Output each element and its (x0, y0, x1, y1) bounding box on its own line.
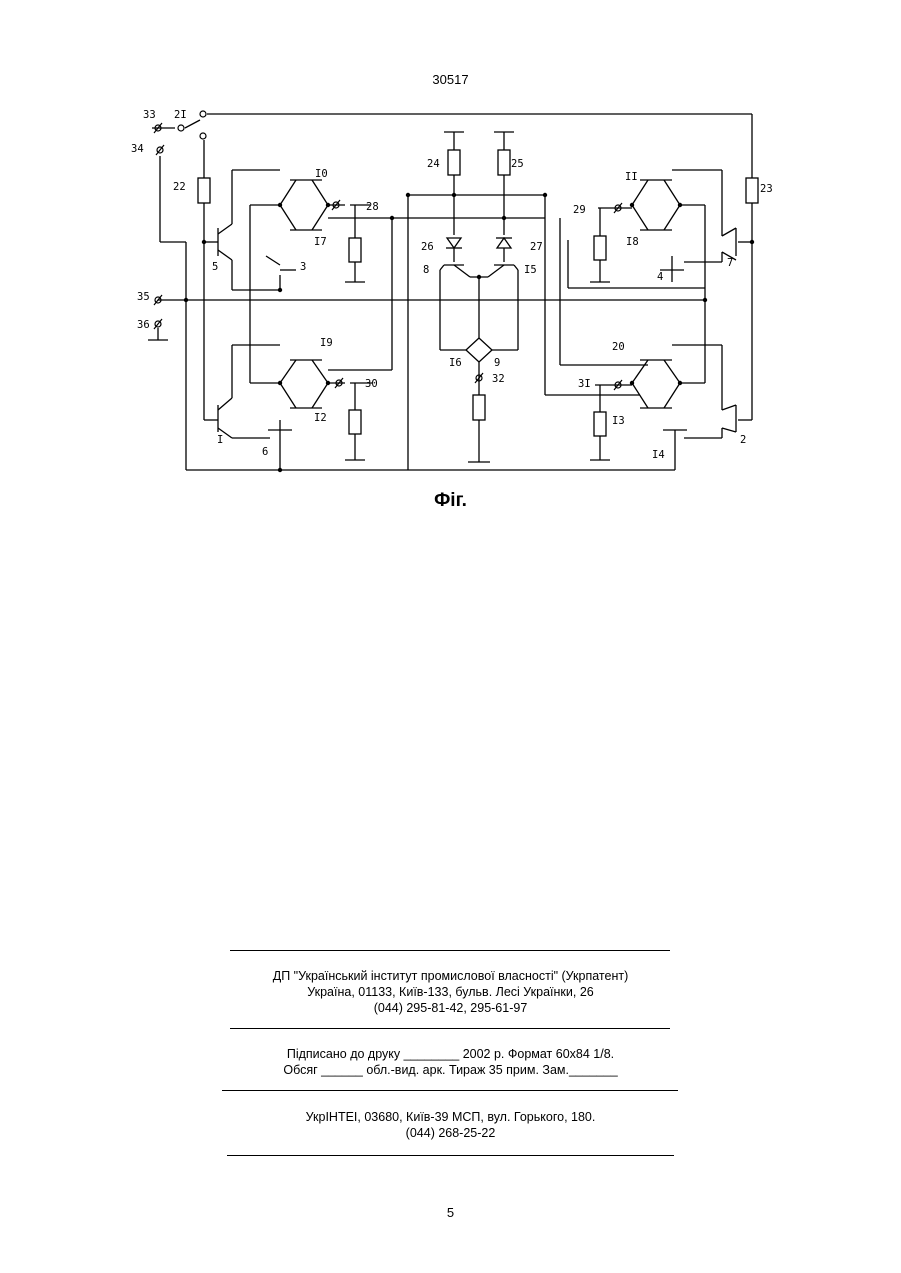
imprint-volume-run: Обсяг ______ обл.-вид. арк. Тираж 35 при… (0, 1062, 901, 1078)
label-24: 24 (427, 158, 440, 170)
label-12: I2 (314, 412, 327, 424)
label-36: 36 (137, 319, 150, 331)
label-32: 32 (492, 373, 505, 385)
label-27: 27 (530, 241, 543, 253)
label-30: 30 (365, 378, 378, 390)
label-21: 2I (174, 109, 187, 121)
divider (230, 950, 670, 951)
divider (222, 1090, 678, 1091)
label-14: I4 (652, 449, 665, 461)
label-2: 2 (740, 434, 746, 446)
divider (230, 1028, 670, 1029)
label-31: 3I (578, 378, 591, 390)
figure-caption: Фіг. (0, 490, 901, 512)
label-25: 25 (511, 158, 524, 170)
label-1: I (217, 434, 223, 446)
label-19: I9 (320, 337, 333, 349)
imprint-publisher: ДП "Український інститут промислової вла… (0, 968, 901, 984)
label-9: 9 (494, 357, 500, 369)
imprint-phone: (044) 295-81-42, 295-61-97 (0, 1000, 901, 1016)
label-18: I8 (626, 236, 639, 248)
label-34: 34 (131, 143, 144, 155)
page-number: 5 (0, 1205, 901, 1220)
label-13: I3 (612, 415, 625, 427)
label-33: 33 (143, 109, 156, 121)
label-22: 22 (173, 181, 186, 193)
label-28: 28 (366, 201, 379, 213)
imprint-printer-phone: (044) 268-25-22 (0, 1125, 901, 1141)
label-29: 29 (573, 204, 586, 216)
divider (227, 1155, 674, 1156)
label-16: I6 (449, 357, 462, 369)
label-6: 6 (262, 446, 268, 458)
label-3: 3 (300, 261, 306, 273)
label-8: 8 (423, 264, 429, 276)
label-35: 35 (137, 291, 150, 303)
label-15: I5 (524, 264, 537, 276)
label-23: 23 (760, 183, 773, 195)
label-11: II (625, 171, 638, 183)
label-17: I7 (314, 236, 327, 248)
imprint-address: Україна, 01133, Київ-133, бульв. Лесі Ук… (0, 984, 901, 1000)
label-20: 20 (612, 341, 625, 353)
label-5: 5 (212, 261, 218, 273)
imprint-print-format: Підписано до друку ________ 2002 р. Форм… (0, 1046, 901, 1062)
label-10: I0 (315, 168, 328, 180)
label-4: 4 (657, 271, 663, 283)
circuit-diagram: 33 2I 34 22 I0 28 I7 5 3 24 25 26 27 8 I… (0, 0, 901, 490)
label-26: 26 (421, 241, 434, 253)
label-7: 7 (727, 257, 733, 269)
imprint-printer: УкрІНТЕІ, 03680, Київ-39 МСП, вул. Горьк… (0, 1109, 901, 1125)
